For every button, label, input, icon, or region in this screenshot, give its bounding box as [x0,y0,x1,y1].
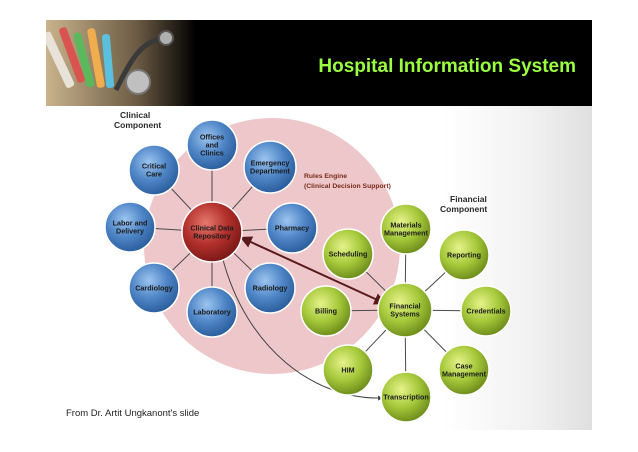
clinical-node-circle [186,286,238,338]
clinical-node-offices-label-line: Clinics [200,149,224,158]
clinical-component-label-line2: Component [114,120,161,130]
clinical-node-circle [104,201,156,253]
financial-node-circle [438,229,490,281]
repository-transcription-arrow [220,255,383,401]
clinical-node-radiology: Radiology [244,262,296,314]
clinical-node-radiology-label-line: Radiology [253,284,288,293]
financial-node-case-label-line: Management [442,370,487,379]
financial-node-him-label-line: HIM [341,366,354,375]
clinical-node-offices-label-line: and [206,141,219,150]
rules-engine-label-line2: (Clinical Decision Support) [304,183,391,190]
clinical-node-circle [128,144,180,196]
clinical-node-circle [186,119,238,171]
financial-hub-circle [377,282,433,338]
slide: Hospital Information System [46,20,592,430]
clinical-node-cardiology: Cardiology [128,262,180,314]
financial-node-materials-label-line: Management [384,229,429,238]
clinical-hub-label-line: Clinical Data [190,223,234,232]
clinical-hub-circle [181,201,243,263]
clinical-node-critical-label-line: Care [146,170,162,179]
financial-node-reporting: Reporting [438,229,490,281]
clinical-node-labor-label-line: Delivery [116,227,144,236]
clinical-nodes: OfficesandClinicsEmergencyDepartmentPhar… [104,119,318,338]
rules-engine-label-line1: Rules Engine [304,173,347,180]
clinical-node-pharmacy-label-line: Pharmacy [275,224,309,233]
clinical-node-pharmacy: Pharmacy [266,202,318,254]
financial-hub-label-line: Systems [390,310,420,319]
financial-node-circle [438,344,490,396]
slide-credit: From Dr. Artit Ungkanont's slide [66,408,200,419]
financial-component-label-line2: Component [440,204,487,214]
financial-node-circle [460,285,512,337]
financial-node-reporting-label-line: Reporting [447,251,481,260]
hospital-information-system-diagram: OfficesandClinicsEmergencyDepartmentPhar… [104,110,512,423]
financial-component-label-line1: Financial [450,194,487,204]
clinical-node-labor-label-line: Labor and [113,218,148,227]
clinical-node-emergency-label-line: Department [250,167,291,176]
slide-title: Hospital Information System [318,56,576,77]
clinical-node-circle [128,262,180,314]
clinical-component-label-line1: Clinical [120,110,150,120]
financial-node-credentials: Credentials [460,285,512,337]
financial-node-him: HIM [322,344,374,396]
slide-header: Hospital Information System [46,20,592,106]
financial-node-transcription: Transcription [380,371,432,423]
financial-node-circle [322,344,374,396]
financial-node-circle [380,203,432,255]
clinical-node-circle [266,202,318,254]
clinical-hub-label-line: Repository [193,232,231,241]
financial-node-credentials-label-line: Credentials [466,307,505,316]
financial-node-case-label-line: Case [455,361,472,370]
clinical-node-critical-label-line: Critical [142,161,166,170]
financial-node-transcription-label-line: Transcription [383,393,429,402]
clinical-node-laboratory-label-line: Laboratory [193,308,231,317]
clinical-node-cardiology-label-line: Cardiology [135,284,173,293]
financial-node-circle [300,285,352,337]
financial-node-billing-label-line: Billing [315,307,337,316]
financial-hub-label-line: Financial [389,301,420,310]
clinical-node-offices-label-line: Offices [200,132,224,141]
clinical-node-circle [243,140,297,194]
clinical-node-circle [244,262,296,314]
clinical-node-laboratory: Laboratory [186,286,238,338]
medical-equipment-photo [46,20,196,106]
financial-node-materials-label-line: Materials [390,220,421,229]
financial-node-circle [322,228,374,280]
financial-node-scheduling-label-line: Scheduling [329,250,368,259]
clinical-node-emergency-label-line: Emergency [251,158,290,167]
financial-node-scheduling: Scheduling [322,228,374,280]
financial-node-circle [380,371,432,423]
financial-nodes: MaterialsManagementReportingCredentialsC… [300,203,512,423]
financial-node-billing: Billing [300,285,352,337]
